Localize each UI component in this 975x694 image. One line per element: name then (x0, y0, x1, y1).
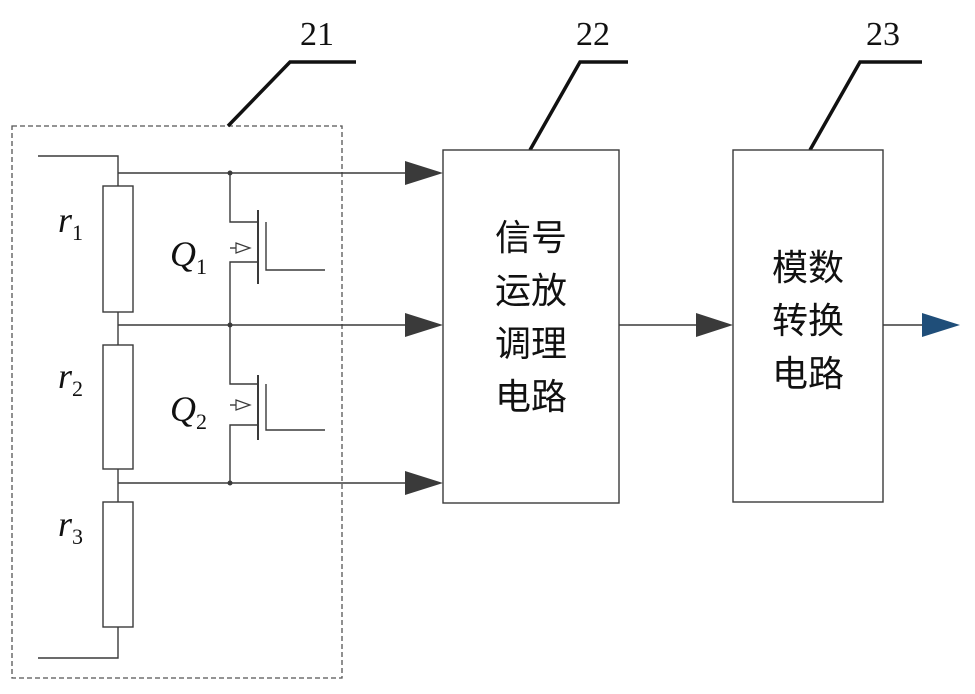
block-22-text-line-2: 运放 (495, 271, 567, 312)
block-23-text-line-2: 转换 (772, 301, 844, 342)
resistor-r3 (102, 501, 134, 628)
resistor-r1 (102, 185, 134, 313)
transistor-q1 (229, 173, 325, 325)
resistor-chain (38, 155, 134, 659)
block-23-leader (808, 60, 922, 151)
q2-arrow-icon (235, 399, 252, 411)
q1-arrow-icon (235, 242, 252, 254)
block-22-leader (528, 60, 628, 151)
top-input-wire (38, 155, 119, 186)
q1-drain-wire (229, 173, 258, 223)
q2-source-wire (229, 424, 258, 483)
transistor-q2-label: Q2 (170, 389, 207, 434)
q2-gate-wire (265, 384, 325, 431)
q1-gate-wire (265, 222, 325, 271)
block-23-text-line-1: 模数 (772, 248, 844, 289)
block-21-number: 21 (300, 16, 334, 53)
block-22-text-line-3: 调理 (495, 324, 567, 365)
arrow-top-into-22 (405, 161, 443, 185)
arrow-middle-into-22 (405, 313, 443, 337)
output-arrow-icon (922, 313, 960, 337)
resistor-r1-label: r1 (58, 200, 83, 245)
block-22-text-line-4: 电路 (495, 377, 567, 418)
resistor-r2-label: r2 (58, 356, 83, 401)
resistor-r2 (102, 344, 134, 470)
block-22-signal-conditioning (442, 149, 620, 504)
transistor-q2 (229, 325, 325, 483)
q2-drain-wire (229, 325, 258, 385)
bottom-input-wire (38, 627, 119, 659)
block-21-leader (226, 60, 356, 128)
transistor-q1-label: Q1 (170, 234, 207, 279)
block-23-number: 23 (866, 16, 900, 53)
arrow-bottom-into-22 (405, 471, 443, 495)
q1-source-wire (229, 261, 258, 325)
resistor-r3-label: r3 (58, 504, 83, 549)
block-23-text-line-3: 电路 (772, 354, 844, 395)
block-21-boundary (11, 125, 343, 679)
block-22-number: 22 (576, 16, 610, 53)
block-22-text-line-1: 信号 (495, 218, 567, 259)
arrow-into-23 (696, 313, 733, 337)
block-23-adc (732, 149, 884, 503)
